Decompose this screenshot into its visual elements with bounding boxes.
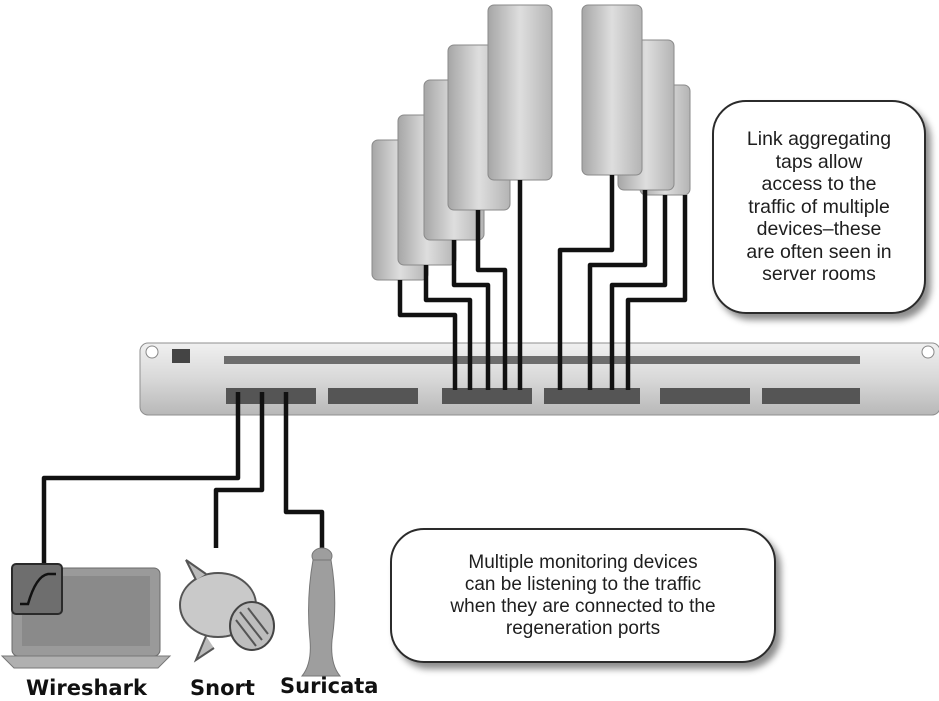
snort-pig-icon (179, 559, 275, 663)
link-aggregation-callout: Link aggregating taps allow access to th… (712, 100, 926, 314)
monitoring-devices-callout-text: Multiple monitoring devices can be liste… (450, 551, 716, 639)
wireshark-label: Wireshark (26, 676, 147, 700)
aggregation-tap-panel (139, 342, 939, 416)
server-cables (397, 175, 688, 390)
monitor-cables (41, 392, 325, 575)
link-aggregation-callout-text: Link aggregating taps allow access to th… (746, 128, 892, 286)
suricata-label: Suricata (280, 674, 379, 698)
server-stack-right (581, 4, 691, 196)
suricata-meerkat-icon (300, 547, 342, 677)
snort-label: Snort (190, 676, 255, 700)
laptop-icon (0, 563, 172, 669)
server-stack-left (371, 4, 553, 281)
monitoring-devices-callout: Multiple monitoring devices can be liste… (390, 528, 776, 663)
